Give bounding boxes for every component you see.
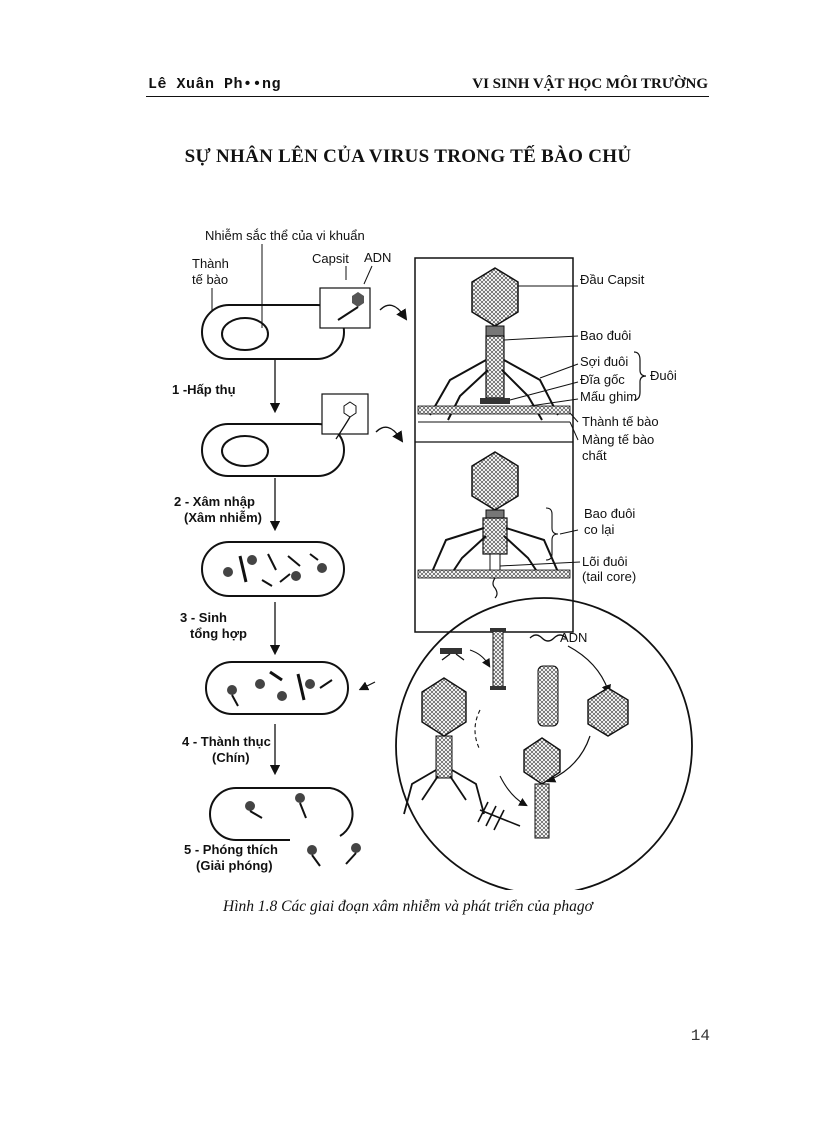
stage-2-label-2: (Xâm nhiễm) [184, 510, 262, 525]
label-tail-sheath: Bao đuôi [580, 328, 631, 343]
stage-2-label-1: 2 - Xâm nhập [174, 494, 255, 509]
header-course: VI SINH VẬT HỌC MÔI TRƯỜNG [472, 76, 708, 92]
label-core-1: Lõi đuôi [582, 554, 628, 569]
bacterial-cell-stage-4 [205, 661, 376, 715]
label-tail-fiber: Sợi đuôi [580, 354, 628, 369]
assembly-circle: ADN [395, 597, 693, 890]
label-pins: Mấu ghim [580, 389, 637, 404]
label-cell-wall-2: tế bào [192, 272, 228, 287]
label-cell-wall: Thành tế bào [582, 414, 659, 429]
figure-caption: Hình 1.8 Các giai đoạn xâm nhiễm và phát… [223, 898, 593, 915]
bacterial-cell-stage-5 [209, 787, 361, 867]
label-chromosome: Nhiễm sắc thể của vi khuẩn [205, 228, 365, 243]
stage-1-label: 1 -Hấp thụ [172, 382, 236, 397]
stage-3-label-1: 3 - Sinh [180, 610, 227, 625]
stage-5-label-1: 5 - Phóng thích [184, 842, 278, 857]
label-cell-wall-1: Thành [192, 256, 229, 271]
bacterial-cell-stage-2 [201, 393, 404, 477]
phage-replication-figure: Nhiễm sắc thể của vi khuẩn Thành tế bào … [172, 228, 693, 890]
stage-4-label-1: 4 - Thành thục [182, 734, 271, 749]
label-tail: Đuôi [650, 368, 677, 383]
stage-4-label-2: (Chín) [212, 750, 250, 765]
label-contracted-1: Bao đuôi [584, 506, 635, 521]
label-capsid: Capsit [312, 251, 349, 266]
page-number: 14 [690, 1027, 710, 1045]
page-title: SỰ NHÂN LÊN CỦA VIRUS TRONG TẾ BÀO CHỦ [184, 146, 632, 167]
stage-5-label-2: (Giải phóng) [196, 858, 273, 873]
label-dna-2: ADN [560, 630, 587, 645]
phage-contracted [417, 451, 571, 599]
phage-attached [417, 267, 571, 423]
stage-3-label-2: tổng hợp [190, 626, 247, 641]
label-core-2: (tail core) [582, 569, 636, 584]
label-dna: ADN [364, 250, 391, 265]
label-membrane-2: chất [582, 448, 607, 463]
label-base-plate: Đĩa gốc [580, 372, 625, 387]
bacterial-cell-stage-3 [201, 541, 345, 597]
header-rule [146, 96, 709, 97]
label-membrane-1: Màng tế bào [582, 432, 654, 447]
bacterial-cell-stage-1 [201, 287, 408, 360]
header-author: Lê Xuân Ph••ng [148, 76, 282, 93]
label-contracted-2: co lại [584, 522, 614, 537]
label-head-capsid: Đầu Capsit [580, 272, 645, 287]
